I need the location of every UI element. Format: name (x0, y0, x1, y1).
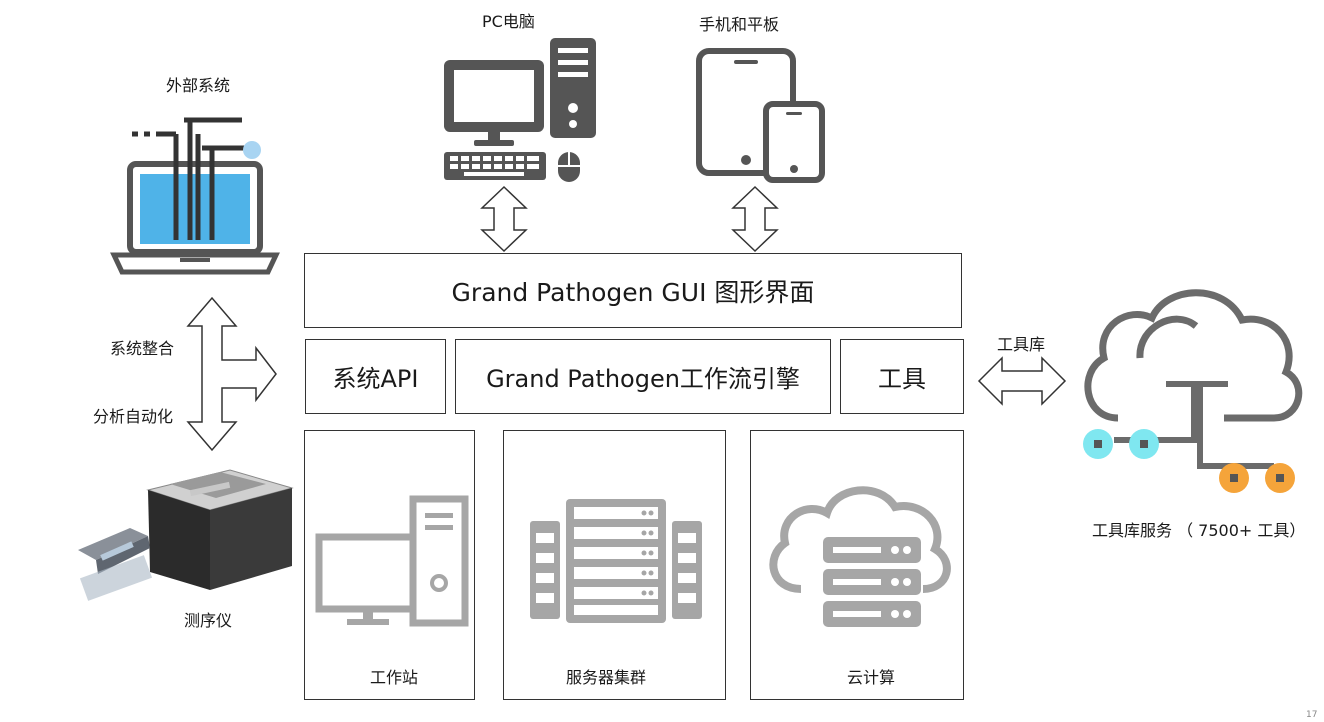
laptop-network-icon (110, 117, 280, 275)
gui-label: Grand Pathogen GUI 图形界面 (451, 277, 815, 307)
toolbox-horizontal-double-arrow (977, 356, 1067, 406)
pc-gui-double-arrow (480, 185, 528, 253)
toolbox-label: 工具库 (997, 335, 1046, 354)
external-system-label: 外部系统 (166, 76, 231, 95)
desktop-computer-icon (444, 38, 596, 182)
tablet-phone-icon (696, 48, 825, 183)
pc-label: PC电脑 (482, 12, 535, 31)
server-cluster-icon (530, 499, 702, 623)
workflow-engine-label: Grand Pathogen工作流引擎 (486, 365, 800, 393)
server-cluster-label: 服务器集群 (566, 668, 647, 687)
gui-box: Grand Pathogen GUI 图形界面 (304, 253, 962, 328)
system-api-box: 系统API (305, 339, 446, 414)
cloud-computing-label: 云计算 (847, 668, 896, 687)
cloud-network-icon (1083, 289, 1303, 493)
workstation-icon (315, 495, 469, 627)
workflow-engine-box: Grand Pathogen工作流引擎 (455, 339, 831, 414)
system-api-label: 系统API (332, 365, 419, 393)
bidirectional-branch-arrow (186, 296, 277, 452)
cloud-server-icon (769, 486, 951, 627)
analysis-automation-label: 分析自动化 (93, 407, 174, 426)
tools-box: 工具 (840, 339, 964, 414)
toolbox-service-label: 工具库服务 （ 7500+ 工具） (1092, 521, 1306, 540)
sequencer-label: 测序仪 (184, 611, 233, 630)
sequencer-device-image (78, 469, 294, 601)
server-cluster-box: 服务器集群 (503, 430, 726, 700)
cloud-computing-box: 云计算 (750, 430, 964, 700)
mobile-label: 手机和平板 (699, 15, 780, 34)
workstation-box: 工作站 (304, 430, 475, 700)
system-integration-label: 系统整合 (110, 339, 175, 358)
tools-label: 工具 (878, 365, 926, 393)
page-number: 17 (1306, 710, 1318, 720)
workstation-label: 工作站 (370, 668, 419, 687)
mobile-gui-double-arrow (731, 185, 779, 253)
